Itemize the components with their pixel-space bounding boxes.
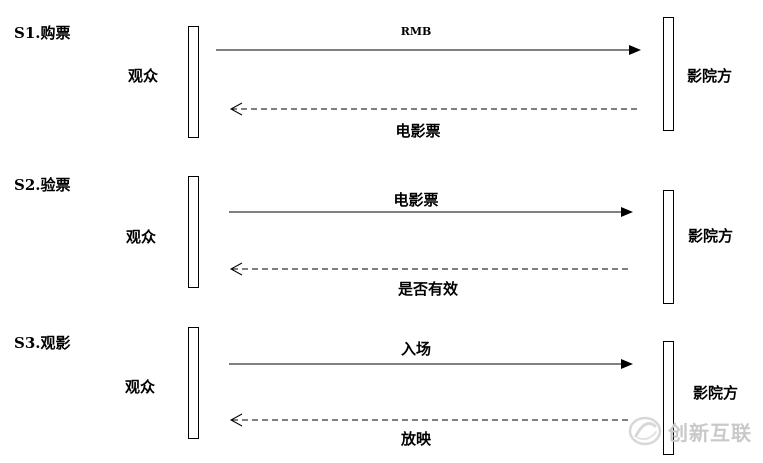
message-return-1: 电影票 [395, 122, 441, 140]
lifeline-right-2 [663, 190, 674, 304]
watermark: 创新互联 [628, 414, 758, 448]
message-forward-3: 入场 [400, 340, 432, 358]
message-forward-1: RMB [400, 25, 432, 38]
message-forward-2: 电影票 [393, 191, 439, 209]
lifeline-left-3 [188, 327, 199, 439]
actor-right-1: 影院方 [687, 67, 733, 85]
actor-left-3: 观众 [125, 378, 156, 396]
step-label-2: S2.验票 [14, 176, 71, 194]
message-return-3: 放映 [400, 430, 432, 448]
watermark-text: 创新互联 [668, 420, 752, 445]
arrow-return-head-2 [229, 262, 243, 276]
lifeline-left-1 [188, 26, 199, 138]
message-return-2: 是否有效 [397, 280, 459, 298]
actor-left-2: 观众 [126, 228, 157, 246]
lifeline-left-2 [188, 176, 199, 288]
step-label-3: S3.观影 [14, 334, 71, 352]
lifeline-right-1 [663, 17, 674, 131]
actor-left-1: 观众 [128, 67, 159, 85]
arrow-return-head-1 [229, 102, 243, 116]
lifeline-right-3 [663, 341, 674, 455]
actor-right-2: 影院方 [688, 227, 734, 245]
actor-right-3: 影院方 [693, 384, 739, 402]
arrow-return-head-3 [229, 413, 243, 427]
step-label-1: S1.购票 [14, 24, 71, 42]
brand-logo-icon [628, 416, 662, 446]
